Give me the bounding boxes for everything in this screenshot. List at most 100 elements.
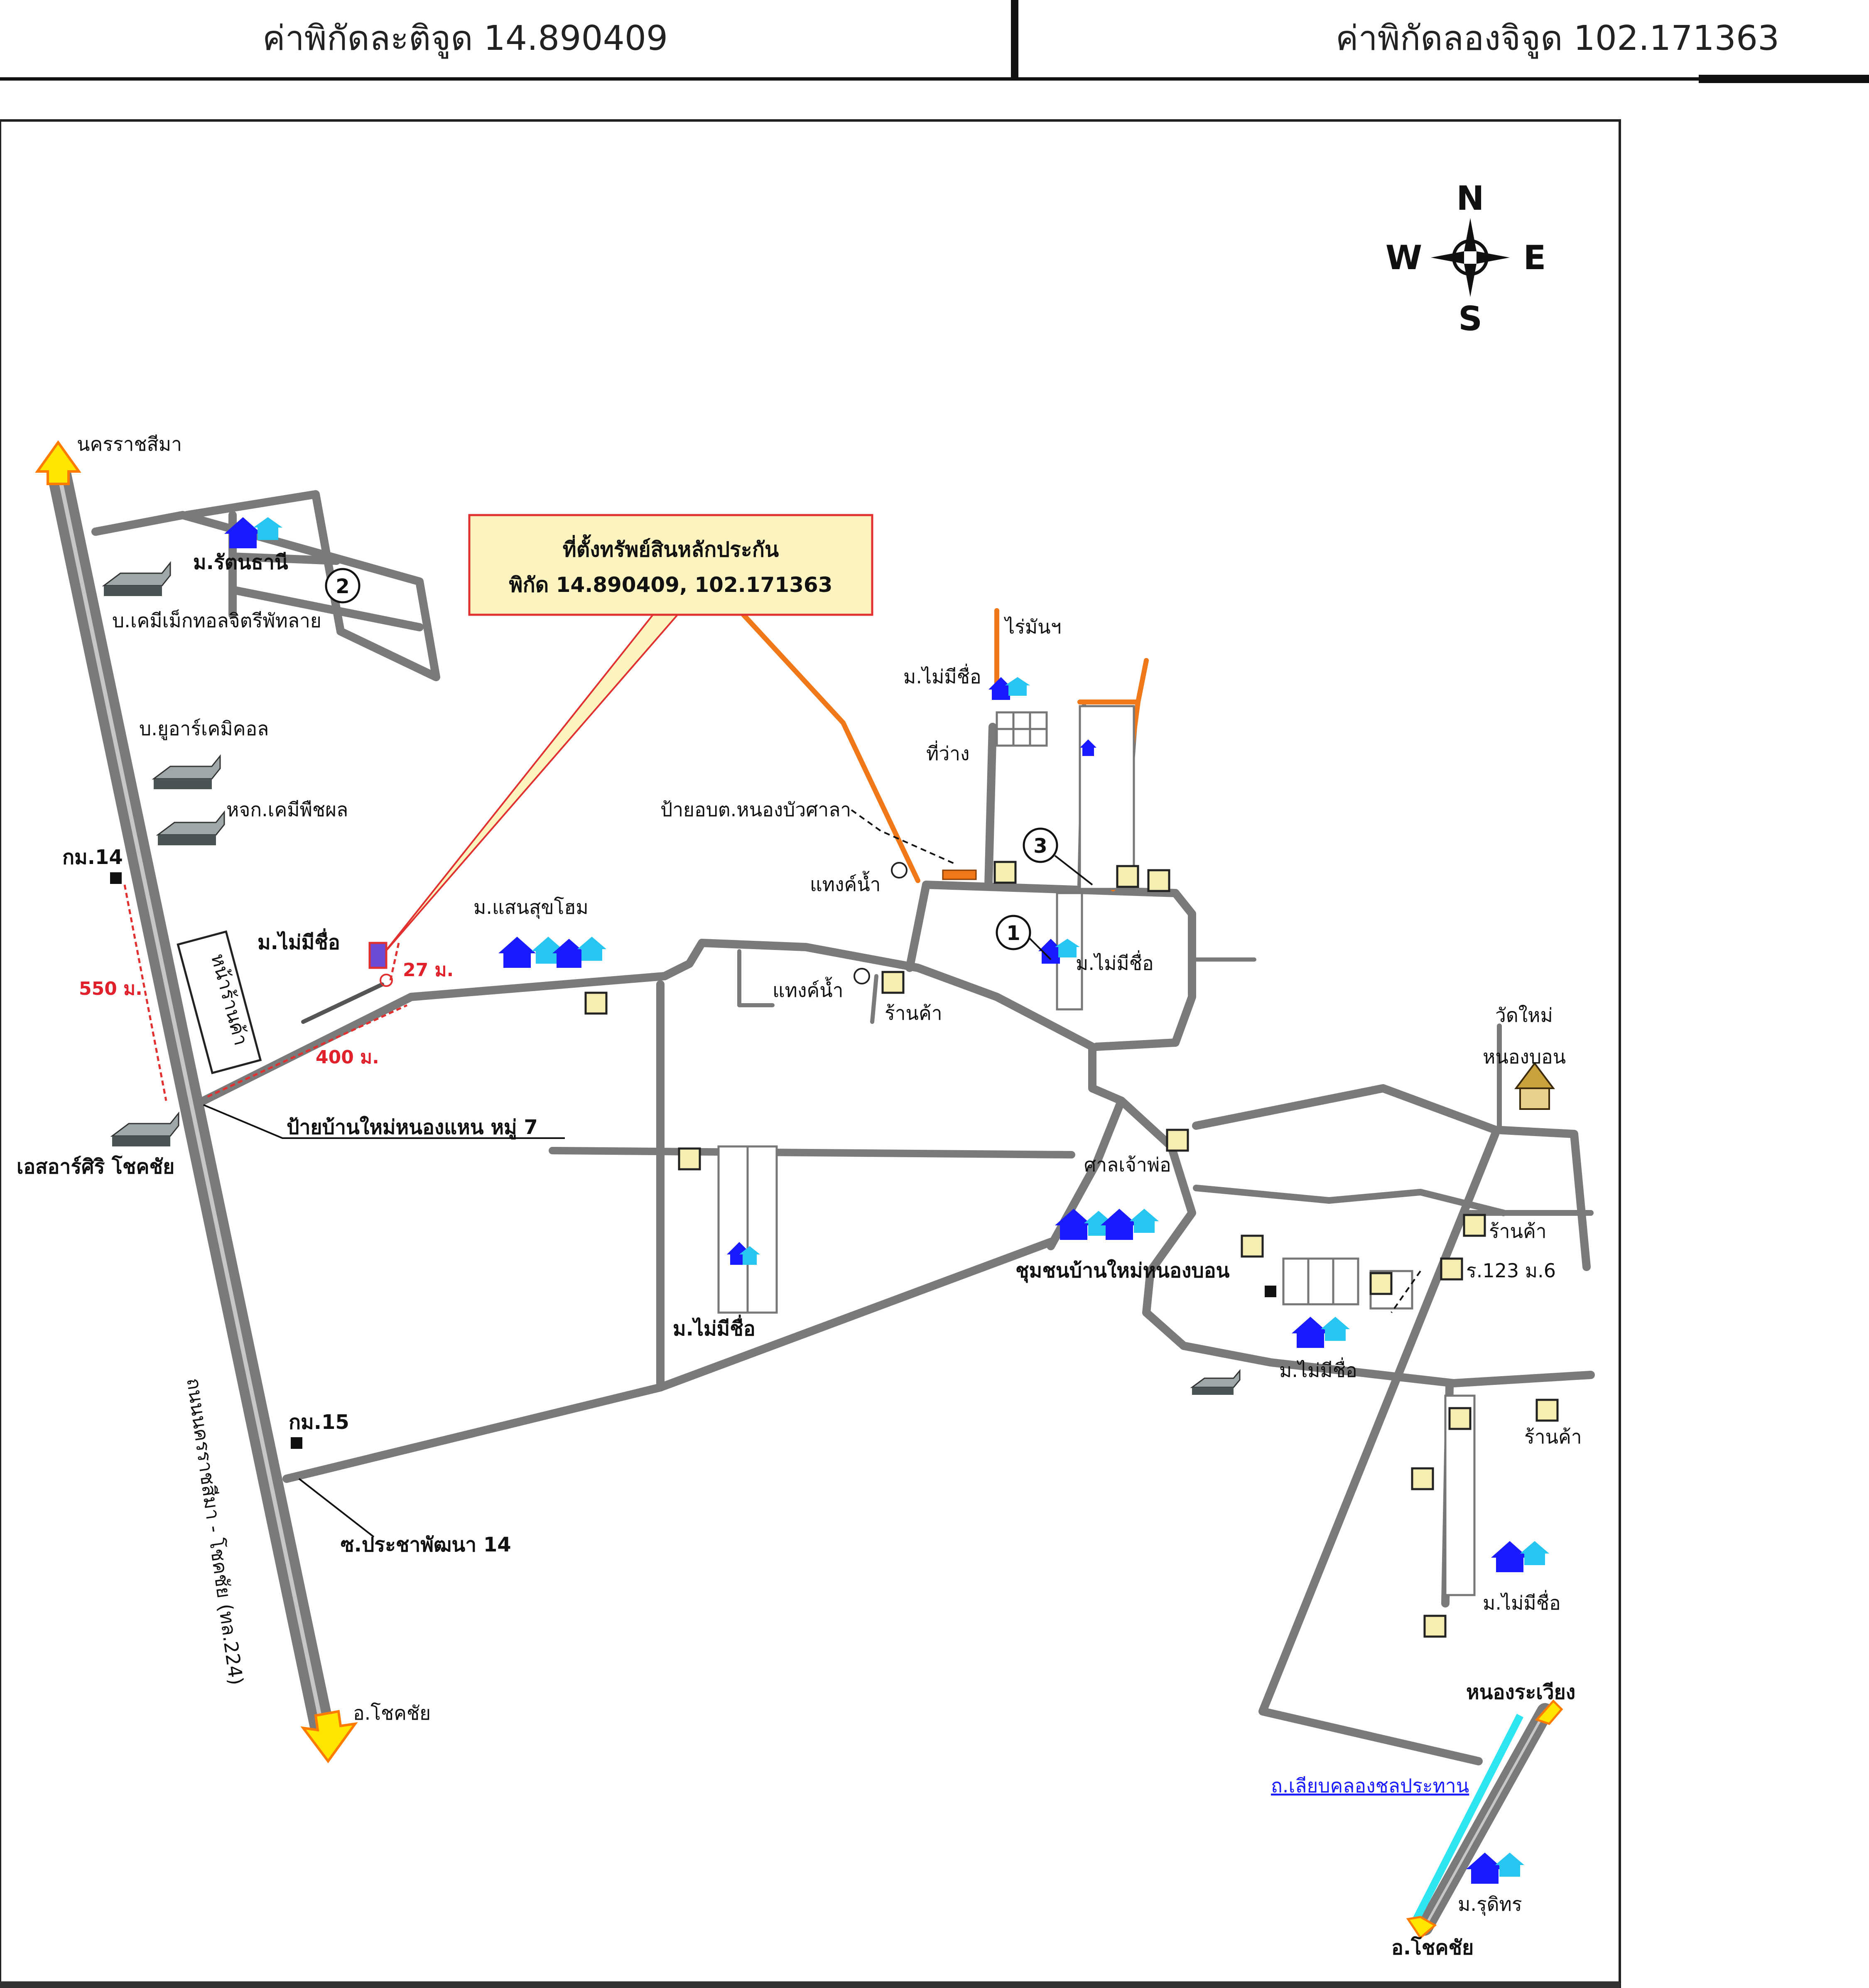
- label-shop-3: ร้านค้า: [1524, 1426, 1582, 1448]
- label-village-sign: ป้ายบ้านใหม่หนองแหน หมู่ 7: [287, 1115, 538, 1140]
- label-community: ชุมชนบ้านใหม่หนองบอน: [1015, 1259, 1230, 1283]
- label-no-name-mid: ม.ไม่มีชื่อ: [673, 1314, 755, 1340]
- house-icon: [988, 677, 1013, 700]
- road-diagonal-south: [282, 1238, 1055, 1483]
- house-cluster-sansuk: [498, 937, 606, 968]
- lot-grid-tall: [1079, 705, 1135, 890]
- store-icon: [1116, 865, 1139, 888]
- road-main-eastwest: [199, 939, 1096, 1105]
- house-icon: [739, 1246, 760, 1265]
- label-chokchai-se: อ.โชคชัย: [1391, 1936, 1474, 1959]
- road-spur: [301, 982, 384, 1024]
- road-stub-tank: [737, 949, 775, 1007]
- store-icon: [1147, 869, 1170, 892]
- road-east-loop: [1117, 1097, 1595, 1387]
- label-kemi-store: หจก.เคมีพืชผล: [226, 798, 348, 821]
- road-rattana-block: [91, 490, 440, 681]
- roadside-sign: หน้าร้านค้า: [177, 930, 262, 1075]
- arrow-north-nakhon: [35, 440, 81, 485]
- label-no-name-left: ม.ไม่มีชื่อ: [258, 928, 340, 954]
- house-cluster-rudi: [1466, 1853, 1524, 1884]
- factory-icon: [110, 1111, 179, 1146]
- road-rattana-inner: [228, 586, 424, 631]
- store-icon: [1166, 1129, 1189, 1152]
- factory-wall: [104, 586, 162, 596]
- distance-27-line: [389, 942, 400, 981]
- lot-grid-east: [1282, 1257, 1359, 1306]
- store-icon: [1463, 1214, 1486, 1237]
- road-network: [46, 457, 1595, 1936]
- house-icon: [1130, 1209, 1159, 1233]
- compass-s: S: [1458, 299, 1482, 338]
- label-no-name-bot: ม.ไม่มีชื่อ: [1279, 1357, 1357, 1382]
- longitude-label: ค่าพิกัดลองจิจูด 102.171363: [1336, 19, 1779, 59]
- label-rs-chokchai: เอสอาร์ศิริ โชคชัย: [17, 1155, 174, 1178]
- label-no-name-right: ม.ไม่มีชื่อ: [1483, 1590, 1561, 1614]
- house-icon: [1495, 1853, 1524, 1877]
- factory-wall: [158, 835, 216, 845]
- km15-marker: [291, 1437, 302, 1449]
- distance-400-line: [207, 1004, 408, 1098]
- factory-icon: [156, 810, 225, 845]
- callout-coords: พิกัด 14.890409, 102.171363: [509, 573, 833, 597]
- house-cluster-west: [727, 1242, 760, 1265]
- house-icon: [253, 517, 282, 540]
- label-dist-400: 400 ม.: [316, 1047, 379, 1068]
- house-icon: [552, 939, 586, 968]
- store-icon: [1535, 1399, 1559, 1422]
- distance-550-line: [123, 884, 167, 1101]
- label-canal-road: ถ.เลียบคลองชลประทาน: [1271, 1774, 1469, 1797]
- compass-n: N: [1457, 179, 1484, 218]
- label-nakhon: นครราชสีมา: [77, 433, 182, 455]
- leader-obt: [851, 809, 956, 865]
- road-east-south: [1258, 1130, 1499, 1765]
- callout-box: [468, 514, 873, 616]
- km14-marker: [110, 872, 122, 884]
- arrow-nong-ra: [1535, 1699, 1563, 1725]
- house-icon: [1321, 1317, 1350, 1341]
- km-marker-east: [1265, 1286, 1276, 1297]
- store-icon: [881, 971, 905, 994]
- marker-1-label: 1: [1006, 922, 1020, 945]
- house-cluster-southeast: [1491, 1541, 1549, 1572]
- leader-addr: [1391, 1270, 1421, 1313]
- label-shop-2: ร้านค้า: [1489, 1220, 1547, 1242]
- factory-icon: [102, 561, 171, 596]
- marker-1: [996, 915, 1031, 950]
- map-labels: นครราชสีมา อ.โชคชัย ถนนนครราชสีมา - โชคช…: [17, 433, 1582, 1959]
- latitude-label: ค่าพิกัดละติจูด 14.890409: [262, 19, 668, 59]
- house-icon: [1038, 939, 1063, 964]
- store-icon: [1241, 1235, 1264, 1258]
- compass-arrow-w: [1431, 251, 1464, 264]
- store-icon: [1448, 1407, 1472, 1430]
- arrow-chokchai-se: [1406, 1916, 1437, 1939]
- store-icon: [1423, 1615, 1447, 1638]
- store-icon: [1411, 1467, 1434, 1490]
- label-chokchai-sw: อ.โชคชัย: [353, 1702, 431, 1724]
- irrigation-canal: [1413, 1713, 1524, 1921]
- label-chem-co: บ.เคมีเม็กทอลจิตรีพัทลาย: [112, 609, 321, 632]
- marker-2: [325, 568, 361, 604]
- house-icon: [1005, 677, 1030, 696]
- compass-arrow-s: [1464, 264, 1477, 297]
- property-pin: [380, 974, 393, 987]
- label-sansuk: ม.แสนสุขโฮม: [473, 896, 589, 919]
- house-icon: [1466, 1853, 1504, 1884]
- leader-prachapattana: [298, 1478, 375, 1538]
- house-small-top: [1080, 739, 1096, 756]
- label-prachapattana: ซ.ประชาพัฒนา 14: [341, 1533, 511, 1556]
- asset-callout: ที่ตั้งทรัพย์สินหลักประกัน พิกัด 14.8904…: [381, 514, 873, 956]
- label-dist-27: 27 ม.: [403, 960, 454, 981]
- house-icon: [1055, 1209, 1092, 1240]
- direction-arrows: [35, 440, 1563, 1939]
- store-markers: [584, 861, 1559, 1638]
- house-cluster-top: [988, 677, 1030, 700]
- distance-lines: [123, 884, 408, 1101]
- temple-body: [1519, 1087, 1550, 1110]
- house-icon: [224, 517, 262, 548]
- house-cluster-center: [1038, 939, 1080, 964]
- store-icon: [584, 992, 608, 1015]
- label-rudi: ม.รุดิทร: [1458, 1893, 1522, 1916]
- marker-3: [1023, 827, 1058, 863]
